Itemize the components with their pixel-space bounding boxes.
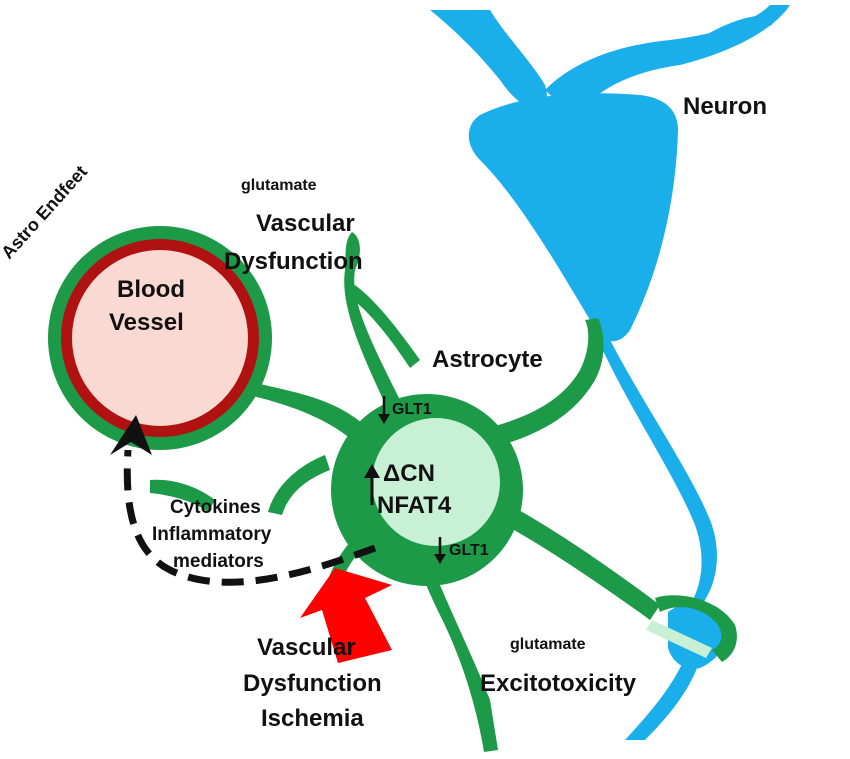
astrocyte-soma [331,394,523,586]
ischemia-label: Ischemia [261,705,364,732]
synaptic-cleft [646,620,712,658]
glt1-down-arrow-upper [378,396,390,424]
glt1-down-arrow-lower [434,537,446,564]
astrocyte-processes [150,232,737,752]
ischemia-arrow [300,568,392,663]
dysfunction-label-top: Dysfunction [224,248,363,275]
dysfunction-label-bottom: Dysfunction [243,670,382,697]
cytokines-label: Cytokines [170,497,261,518]
glutamate-label-top: glutamate [241,177,317,194]
blood-label: Blood [117,276,185,303]
vessel-label: Vessel [109,309,184,336]
glutamate-label-bottom: glutamate [510,636,586,653]
cn-label: ΔCN [383,460,435,487]
dashed-arrowhead [110,415,152,455]
excitotoxicity-label: Excitotoxicity [480,670,637,697]
nfat4-label: NFAT4 [377,492,452,519]
glt1-lower-label: GLT1 [449,542,489,559]
vascular-label-top: Vascular [256,210,355,237]
inflammatory-label: Inflammatory [152,524,272,545]
cn-up-arrow [364,464,380,505]
glt1-upper-label: GLT1 [392,401,432,418]
blood-vessel [48,226,272,450]
mediators-label: mediators [173,551,264,572]
vascular-label-bottom: Vascular [257,634,356,661]
neuron-label: Neuron [683,93,767,120]
dashed-feedback-arrow [123,449,377,586]
astrocyte-label: Astrocyte [432,346,543,373]
